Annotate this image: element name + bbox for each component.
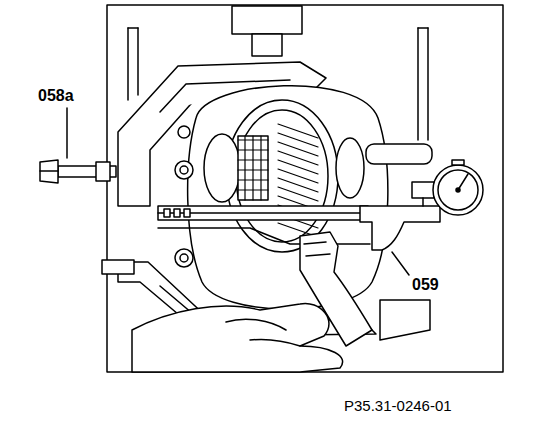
ring-gear-teeth: [244, 136, 245, 200]
fixture-bolt: [180, 254, 188, 262]
differential-housing: [238, 136, 268, 200]
leader-line: [66, 108, 68, 158]
fixture-bolt: [180, 166, 188, 174]
ring-gear-teeth: [278, 178, 318, 192]
differential-housing: [336, 138, 364, 198]
fixture-bolt: [175, 161, 193, 179]
hand: [132, 303, 343, 372]
ring-gear-teeth: [278, 187, 318, 201]
leader-line: [392, 252, 409, 275]
gauge-holder: [360, 206, 440, 250]
slotted-bar: [158, 228, 370, 244]
differential-housing: [204, 134, 240, 202]
dial-gauge: [438, 170, 478, 210]
gauge-holder: [360, 144, 440, 250]
hand: [304, 242, 326, 244]
fixture-bolt: [175, 249, 193, 267]
ring-gear-teeth: [260, 136, 261, 200]
adjusting-screw: [40, 160, 58, 183]
differential-housing: [236, 110, 328, 242]
dial-gauge: [456, 188, 460, 192]
fixture-bolt: [175, 126, 193, 267]
figure-code: P35.31-0246-01: [344, 398, 452, 415]
stand-column: [418, 27, 428, 29]
adjusting-screw: [40, 170, 58, 172]
dial-gauge: [458, 174, 468, 190]
gauge-holder: [366, 144, 432, 164]
slotted-bar: [158, 206, 368, 220]
slotted-bar: [164, 209, 170, 217]
hand: [306, 254, 330, 256]
slotted-bar: [184, 209, 190, 217]
ring-gear-teeth: [278, 133, 318, 147]
stand-column: [137, 28, 139, 95]
dial-gauge: [452, 160, 464, 165]
adjusting-screw: [96, 162, 110, 181]
hand: [250, 339, 300, 346]
ring-gear-teeth: [278, 169, 318, 183]
dial-gauge: [433, 165, 483, 215]
stand-base: [102, 260, 134, 274]
adjusting-screw: [40, 160, 116, 183]
stand-column: [128, 27, 138, 29]
differential-housing: [188, 86, 388, 309]
differential-housing: [188, 86, 388, 309]
slotted-bar: [174, 209, 180, 217]
stand-column: [232, 6, 302, 34]
ring-gear-teeth: [278, 124, 318, 138]
gauge-holder: [412, 182, 434, 198]
differential-housing: [226, 100, 338, 252]
callout-number: 058a: [38, 87, 74, 105]
stand-column: [252, 34, 282, 56]
stand-base: [102, 260, 430, 340]
dial-gauge: [433, 160, 483, 215]
stand-column: [127, 28, 129, 100]
hand: [132, 232, 372, 372]
ring-gear-teeth: [252, 136, 253, 200]
ring-gear-teeth: [278, 151, 318, 165]
ring-gear-teeth: [278, 142, 318, 156]
fixture-bolt: [178, 126, 190, 138]
hand: [226, 319, 286, 330]
gauge-holder: [422, 198, 424, 206]
stand-column: [427, 28, 429, 140]
picture-frame: [107, 5, 503, 372]
slotted-bar: [158, 206, 370, 244]
ring-gear-teeth: [278, 160, 318, 174]
stand-base: [380, 300, 430, 340]
callout-number: 059: [412, 276, 439, 294]
stand-column: [417, 28, 419, 140]
